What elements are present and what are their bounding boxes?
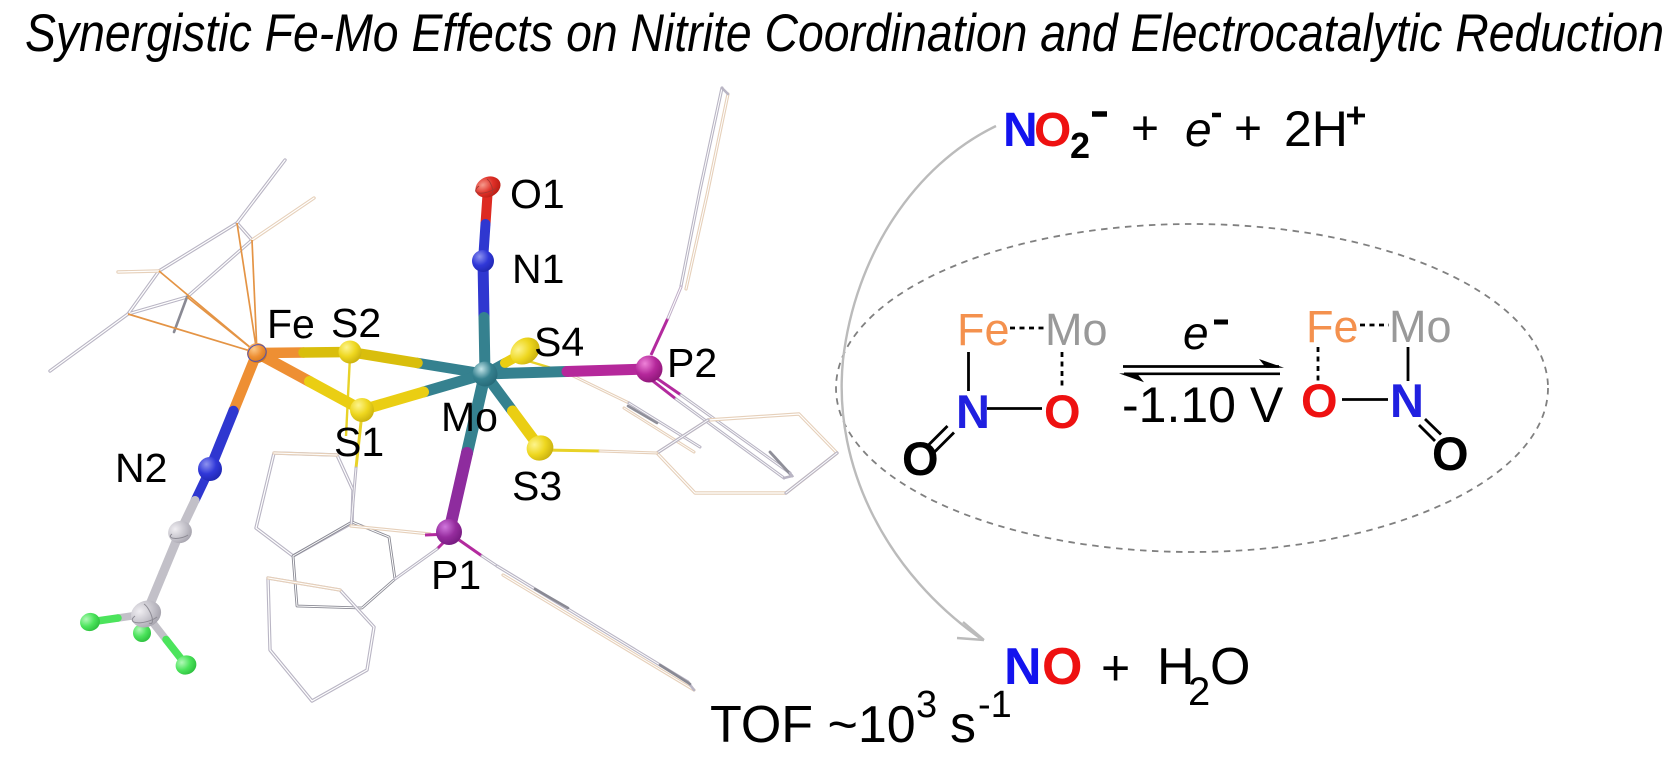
svg-text:N: N bbox=[956, 385, 990, 438]
svg-text:O1: O1 bbox=[510, 171, 565, 217]
svg-text:O: O bbox=[1042, 638, 1082, 696]
svg-text:P1: P1 bbox=[431, 552, 481, 598]
svg-text:Mo: Mo bbox=[1389, 301, 1452, 352]
svg-text:O: O bbox=[1432, 427, 1469, 480]
svg-text:N1: N1 bbox=[512, 246, 564, 292]
svg-text:2H: 2H bbox=[1284, 101, 1348, 157]
svg-text:3: 3 bbox=[916, 684, 937, 726]
svg-text:P2: P2 bbox=[667, 340, 717, 386]
svg-text:e: e bbox=[1183, 307, 1209, 359]
svg-text:+: + bbox=[1234, 103, 1262, 156]
svg-text:Synergistic Fe-Mo Effects on N: Synergistic Fe-Mo Effects on Nitrite Coo… bbox=[25, 4, 1664, 63]
svg-text:Fe: Fe bbox=[267, 301, 315, 347]
svg-text:N: N bbox=[1003, 104, 1038, 157]
svg-text:H: H bbox=[1157, 638, 1195, 696]
svg-text:N2: N2 bbox=[115, 445, 167, 491]
svg-text:O: O bbox=[1034, 104, 1071, 157]
svg-text:2: 2 bbox=[1070, 125, 1090, 166]
svg-text:+: + bbox=[1101, 640, 1130, 696]
svg-text:+: + bbox=[1131, 103, 1159, 156]
svg-text:Fe: Fe bbox=[957, 304, 1010, 355]
svg-text:e: e bbox=[1185, 104, 1212, 157]
svg-text:Mo: Mo bbox=[1045, 304, 1108, 355]
svg-text:s: s bbox=[950, 696, 976, 754]
svg-text:N: N bbox=[1004, 638, 1042, 696]
svg-text:-1.10 V: -1.10 V bbox=[1122, 377, 1284, 433]
svg-text:Mo: Mo bbox=[441, 394, 498, 440]
svg-text:S3: S3 bbox=[512, 463, 562, 509]
svg-text:-1: -1 bbox=[978, 684, 1012, 726]
svg-text:S2: S2 bbox=[331, 300, 381, 346]
svg-text:O: O bbox=[1301, 374, 1338, 427]
svg-text:S4: S4 bbox=[534, 319, 584, 365]
svg-text:TOF ~10: TOF ~10 bbox=[710, 696, 916, 754]
svg-text:2: 2 bbox=[1188, 670, 1210, 714]
svg-text:N: N bbox=[1390, 374, 1424, 427]
svg-text:Fe: Fe bbox=[1306, 301, 1359, 352]
svg-text:O: O bbox=[1210, 638, 1250, 696]
svg-text:O: O bbox=[1044, 385, 1081, 438]
svg-text:S1: S1 bbox=[334, 419, 384, 465]
